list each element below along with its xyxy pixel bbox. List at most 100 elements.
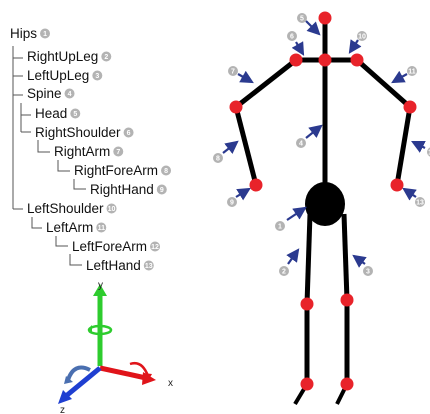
callout-6: 6 bbox=[287, 31, 303, 54]
svg-text:11: 11 bbox=[98, 225, 106, 232]
tree-node-number-badge: 2 bbox=[101, 52, 111, 62]
svg-text:5: 5 bbox=[73, 111, 77, 118]
svg-text:7: 7 bbox=[116, 149, 120, 156]
tree-node-number-badge: 4 bbox=[65, 89, 75, 99]
joint-rknee bbox=[301, 298, 314, 311]
callout-number-badge: 3 bbox=[363, 266, 373, 276]
bone-relb-rhand bbox=[236, 107, 256, 185]
joint-rhand bbox=[250, 179, 263, 192]
callout-number-badge: 4 bbox=[296, 138, 306, 148]
svg-text:7: 7 bbox=[231, 69, 235, 76]
bone-lelb-lhand bbox=[397, 107, 410, 185]
svg-text:13: 13 bbox=[416, 200, 424, 207]
callout-arrow-icon bbox=[238, 74, 252, 82]
tree-node-label: Spine bbox=[27, 86, 62, 101]
svg-text:8: 8 bbox=[164, 168, 168, 175]
tree-node-number-badge: 9 bbox=[157, 185, 167, 195]
svg-text:8: 8 bbox=[216, 156, 220, 163]
callout-arrow-icon bbox=[223, 142, 237, 153]
joint-lknee bbox=[341, 294, 354, 307]
tree-node-number-badge: 13 bbox=[144, 261, 154, 271]
tree-node-lefthand: LeftHand 13 bbox=[86, 258, 154, 273]
callout-7: 7 bbox=[228, 66, 252, 82]
callout-arrow-icon bbox=[306, 126, 321, 138]
skeleton-figure: 12345678910111213 bbox=[185, 0, 430, 414]
callout-9: 9 bbox=[227, 189, 249, 207]
tree-node-number-badge: 1 bbox=[40, 29, 50, 39]
svg-text:4: 4 bbox=[68, 91, 72, 98]
callout-12: 12 bbox=[413, 142, 430, 157]
callout-number-badge: 2 bbox=[279, 266, 289, 276]
callout-arrow-icon bbox=[393, 74, 407, 82]
svg-text:6: 6 bbox=[127, 130, 131, 137]
callout-8: 8 bbox=[213, 142, 237, 163]
svg-text:5: 5 bbox=[300, 16, 304, 23]
svg-text:2: 2 bbox=[104, 54, 108, 61]
hips-joint bbox=[305, 182, 345, 226]
callout-5: 5 bbox=[297, 13, 319, 34]
joint-neck bbox=[319, 54, 332, 67]
tree-node-label: LeftUpLeg bbox=[27, 68, 89, 83]
tree-node-label: LeftForeArm bbox=[72, 239, 147, 254]
callout-number-badge: 9 bbox=[227, 197, 237, 207]
axes-svg: y x z bbox=[30, 280, 190, 414]
joint-lsh bbox=[351, 54, 364, 67]
tree-node-rightupleg: RightUpLeg 2 bbox=[27, 49, 111, 64]
tree-node-number-badge: 8 bbox=[161, 166, 171, 176]
tree-node-rightshoulder: RightShoulder 6 bbox=[35, 125, 134, 140]
callout-3: 3 bbox=[354, 256, 373, 276]
tree-node-rightforearm: RightForeArm8 bbox=[74, 163, 171, 178]
coordinate-axes: y x z bbox=[30, 280, 190, 414]
bone-lsh-lelb bbox=[357, 60, 410, 107]
joint-lelb bbox=[404, 101, 417, 114]
svg-text:9: 9 bbox=[160, 187, 164, 194]
callout-arrow-icon bbox=[350, 40, 358, 52]
tree-node-number-badge: 10 bbox=[107, 204, 117, 214]
bone-hip-lknee bbox=[344, 214, 347, 300]
tree-node-label: RightUpLeg bbox=[27, 49, 98, 64]
svg-text:13: 13 bbox=[145, 263, 153, 270]
joint-rfoot bbox=[301, 378, 314, 391]
callout-number-badge: 11 bbox=[407, 66, 417, 76]
x-axis-line bbox=[100, 368, 146, 378]
callout-10: 10 bbox=[350, 31, 367, 52]
z-axis-label: z bbox=[60, 405, 65, 414]
svg-text:1: 1 bbox=[278, 224, 282, 231]
joint-rsh bbox=[290, 54, 303, 67]
svg-text:11: 11 bbox=[408, 69, 416, 76]
svg-text:1: 1 bbox=[43, 31, 47, 38]
callout-arrow-icon bbox=[404, 189, 416, 197]
tree-node-label: RightArm bbox=[54, 144, 110, 159]
tree-node-label: Hips bbox=[10, 26, 37, 41]
joint-head bbox=[319, 12, 332, 25]
callout-number-badge: 8 bbox=[213, 153, 223, 163]
bone-rsh-relb bbox=[236, 60, 296, 107]
callout-number-badge: 13 bbox=[415, 197, 425, 207]
svg-text:10: 10 bbox=[108, 206, 116, 213]
bone-hip-rknee bbox=[307, 214, 310, 304]
svg-text:3: 3 bbox=[366, 269, 370, 276]
callout-number-badge: 6 bbox=[287, 31, 297, 41]
tree-node-leftforearm: LeftForeArm 12 bbox=[72, 239, 160, 254]
joint-lfoot bbox=[341, 378, 354, 391]
callout-4: 4 bbox=[296, 126, 321, 148]
tree-node-leftarm: LeftArm 11 bbox=[46, 220, 106, 235]
callout-number-badge: 5 bbox=[297, 13, 307, 23]
skeleton-svg: 12345678910111213 bbox=[185, 0, 430, 414]
callout-arrow-icon bbox=[296, 42, 303, 54]
tree-node-label: Head bbox=[35, 106, 67, 121]
tree-node-number-badge: 6 bbox=[124, 128, 134, 138]
tree-node-label: RightShoulder bbox=[35, 125, 121, 140]
svg-text:9: 9 bbox=[230, 200, 234, 207]
tree-node-label: LeftArm bbox=[46, 220, 93, 235]
callout-1: 1 bbox=[275, 208, 305, 231]
callout-11: 11 bbox=[393, 66, 417, 82]
tree-node-number-badge: 7 bbox=[113, 147, 123, 157]
svg-text:12: 12 bbox=[151, 244, 159, 251]
tree-node-label: LeftHand bbox=[86, 258, 141, 273]
svg-text:10: 10 bbox=[358, 34, 366, 41]
callout-arrow-icon bbox=[287, 208, 305, 220]
